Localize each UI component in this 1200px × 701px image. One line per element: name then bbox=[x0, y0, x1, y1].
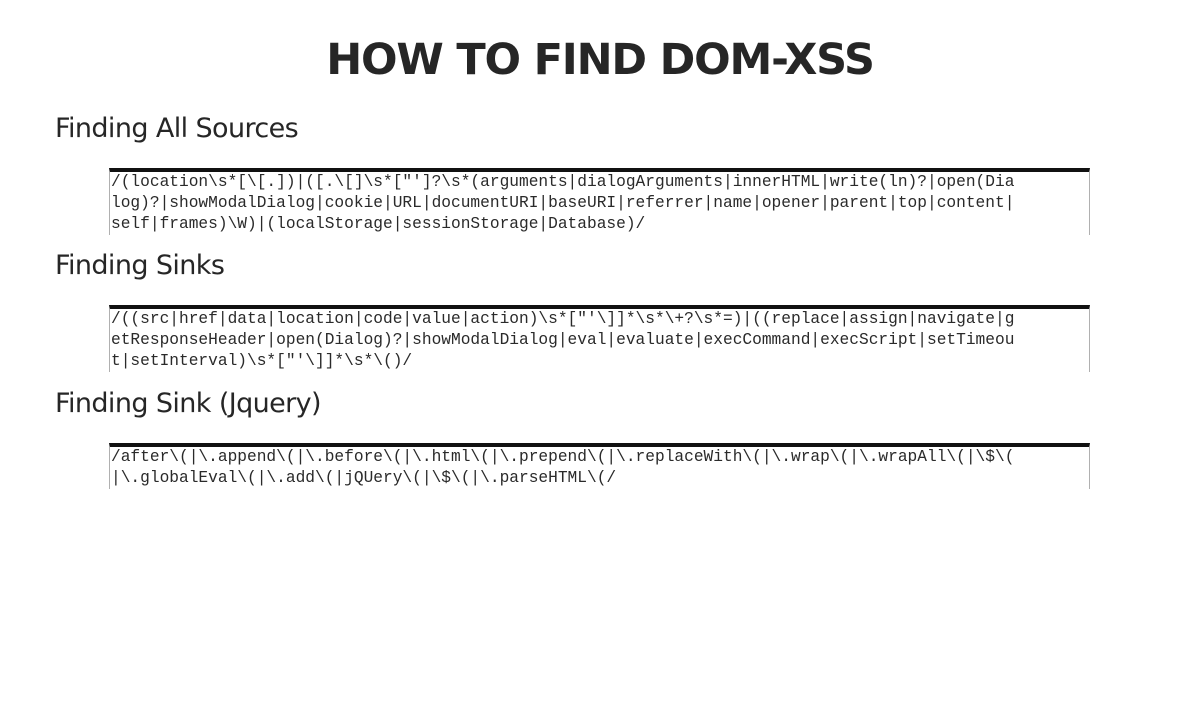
section-heading-jquery-sinks: Finding Sink (Jquery) bbox=[55, 388, 322, 419]
code-block-jquery-regex: /after\(|\.append\(|\.before\(|\.html\(|… bbox=[109, 443, 1090, 489]
section-heading-sources: Finding All Sources bbox=[55, 113, 299, 144]
code-line: /((src|href|data|location|code|value|act… bbox=[111, 310, 1015, 328]
code-line: self|frames)\W)|(localStorage|sessionSto… bbox=[111, 215, 646, 233]
code-line: etResponseHeader|open(Dialog)?|showModal… bbox=[111, 331, 1015, 349]
code-line: /after\(|\.append\(|\.before\(|\.html\(|… bbox=[111, 448, 1015, 466]
code-block-sources-regex: /(location\s*[\[.])|([.\[]\s*["']?\s*(ar… bbox=[109, 168, 1090, 235]
page-title: HOW TO FIND DOM-XSS bbox=[326, 35, 875, 85]
code-block-sinks-regex: /((src|href|data|location|code|value|act… bbox=[109, 305, 1090, 372]
section-heading-sinks: Finding Sinks bbox=[55, 250, 225, 281]
code-line: /(location\s*[\[.])|([.\[]\s*["']?\s*(ar… bbox=[111, 173, 1015, 191]
code-line: log)?|showModalDialog|cookie|URL|documen… bbox=[111, 194, 1015, 212]
code-line: t|setInterval)\s*["'\]]*\s*\()/ bbox=[111, 352, 413, 370]
code-line: |\.globalEval\(|\.add\(|jQUery\(|\$\(|\.… bbox=[111, 469, 617, 487]
